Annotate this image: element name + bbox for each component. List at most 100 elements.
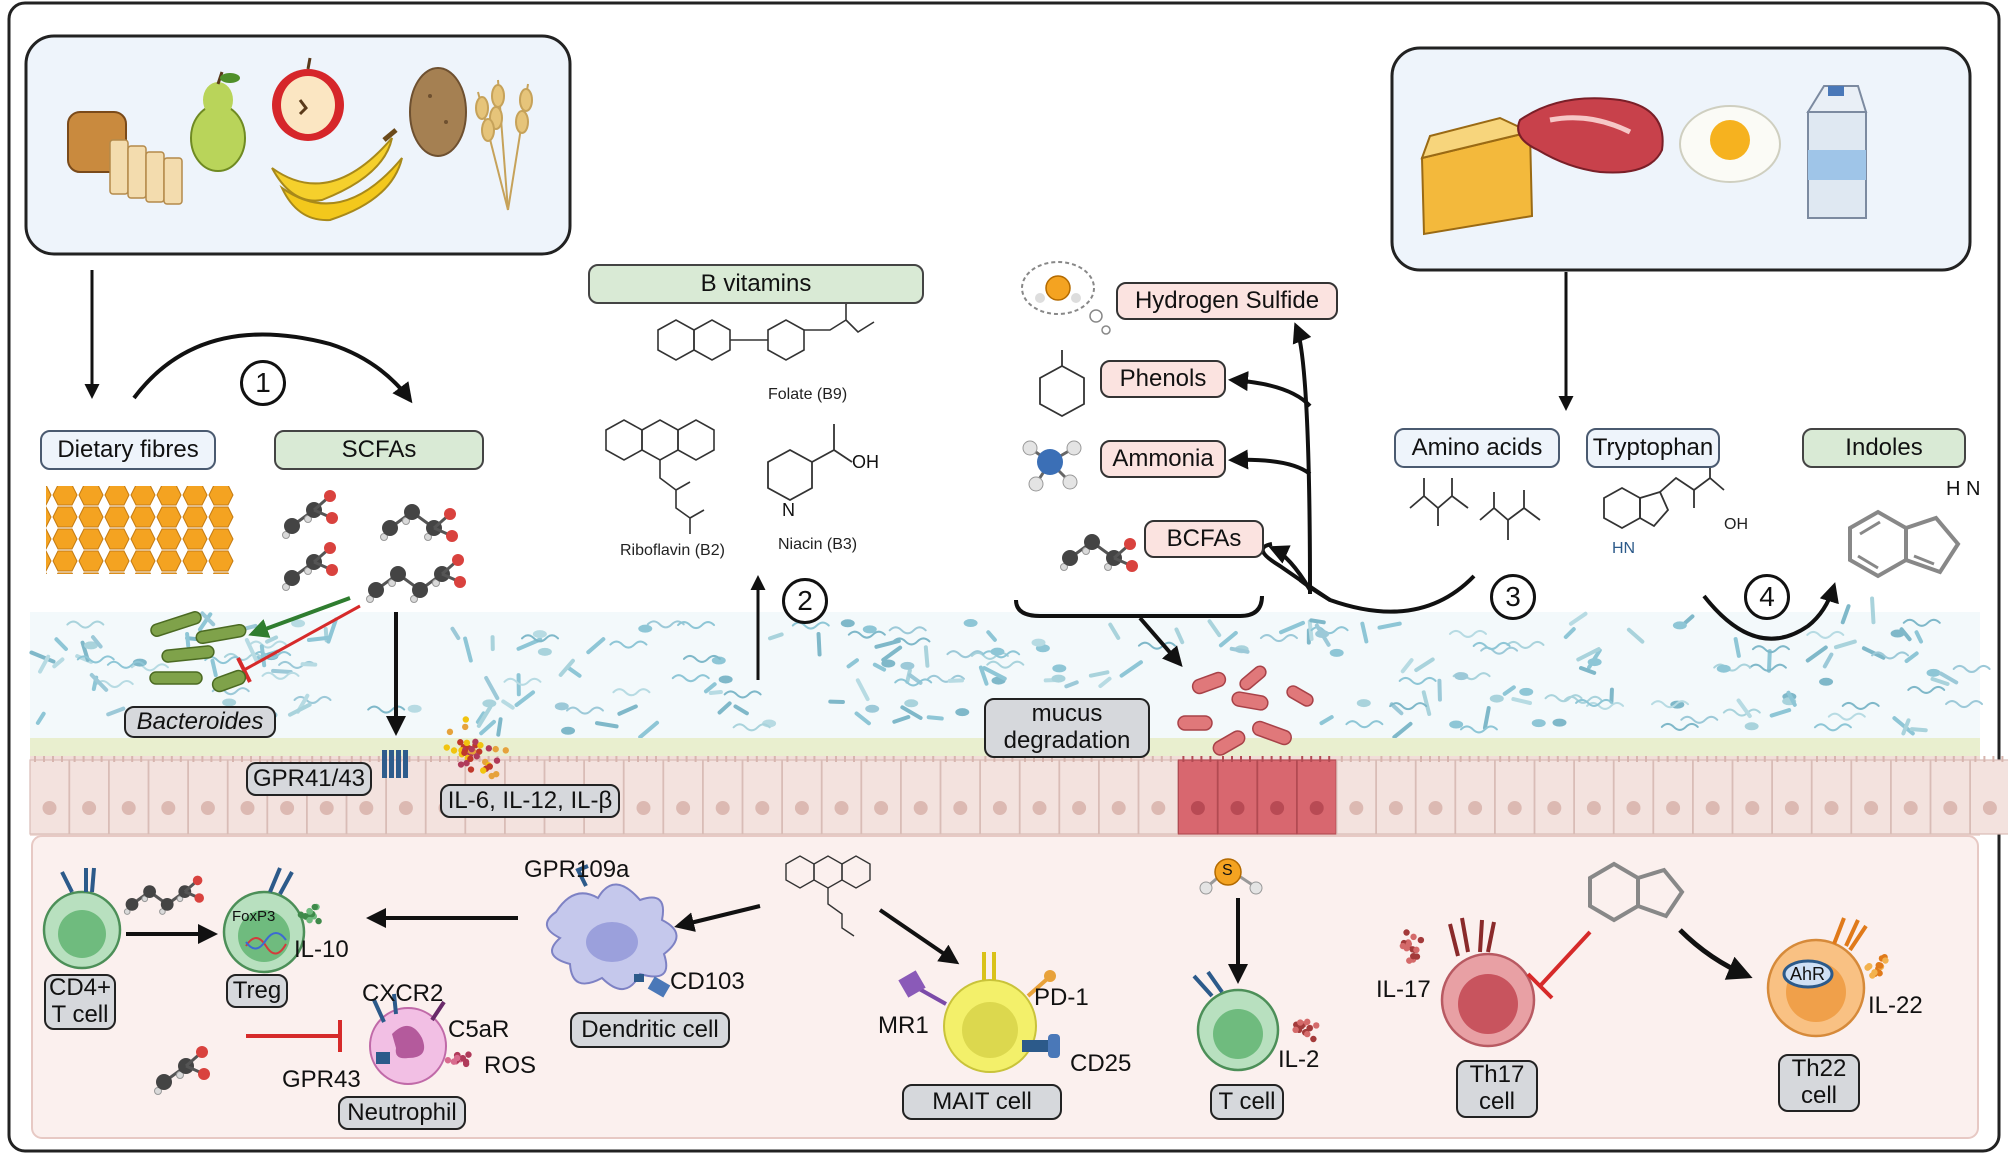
treg-icon	[222, 867, 306, 974]
treg-label: Treg	[226, 974, 288, 1008]
ros-text: ROS	[484, 1052, 537, 1079]
bread-icon	[67, 111, 183, 205]
b-vitamins-label: B vitamins	[588, 264, 924, 304]
bacteroides-label: Bacteroides	[124, 706, 276, 738]
phenol-structure	[1039, 350, 1085, 418]
hydrogen-sulfide-label: Hydrogen Sulfide	[1116, 282, 1338, 320]
indole-structure-small	[1588, 861, 1685, 923]
riboflavin-structure	[605, 419, 715, 534]
arrow-riboflavin-to-dc	[674, 904, 761, 932]
egg-icon	[1679, 105, 1781, 183]
ahr-text: AhR	[1790, 964, 1826, 984]
cd103-text: CD103	[670, 968, 745, 995]
niacin-structure	[767, 424, 853, 502]
phenols-label: Phenols	[1100, 360, 1226, 398]
bacteria-icon	[29, 596, 1991, 740]
bcfa-molecule-icon	[1060, 534, 1138, 572]
cd4-label-line2: T cell	[51, 1001, 109, 1028]
mait-cell-label: MAIT cell	[902, 1084, 1062, 1120]
bacteroides-icon	[149, 611, 247, 693]
banana-icon	[271, 128, 403, 222]
inhibition-scfa-bacteroides	[243, 604, 361, 672]
cheese-icon	[1420, 116, 1534, 236]
il10-dots	[297, 903, 322, 925]
c5ar-text: C5aR	[448, 1016, 510, 1043]
arrow-indole-to-th22	[1678, 928, 1753, 980]
indole-nh-text: H N	[1946, 478, 1981, 500]
arrow-to-h2s	[1292, 322, 1312, 595]
cd25-text: CD25	[1070, 1050, 1132, 1077]
ammonia-label: Ammonia	[1100, 440, 1226, 478]
arrow-riboflavin-to-mait	[878, 908, 960, 965]
folate-structure	[657, 293, 875, 361]
arrow-tryptophan-to-indoles	[1702, 582, 1839, 641]
tryptophan-oh-text: OH	[1724, 516, 1748, 533]
neutrophil-icon	[369, 993, 447, 1085]
th17-cell-icon	[1440, 917, 1536, 1048]
mucus-label-line1: mucus	[1031, 700, 1103, 728]
step-4-badge: 4	[1744, 574, 1790, 620]
foxp3-text: FoxP3	[232, 908, 276, 925]
cd4-label-line1: CD4+	[48, 974, 112, 1002]
h2s-molecule-icon	[1199, 858, 1263, 895]
th22-label-line1: Th22	[1791, 1055, 1847, 1083]
apple-icon	[272, 57, 344, 141]
gpr109a-text: GPR109a	[524, 856, 630, 883]
th17-label-line2: cell	[1478, 1088, 1515, 1115]
amino-acid-structures	[1409, 478, 1541, 540]
step-3-badge: 3	[1490, 574, 1536, 620]
ros-dots	[444, 1051, 472, 1068]
milk-carton-icon	[1806, 85, 1868, 219]
cytokines-label: IL-6, IL-12, IL-β	[440, 784, 620, 818]
niacin-oh-text: OH	[852, 452, 879, 472]
butyrate-molecule-icon	[123, 875, 204, 915]
arrow-fermentation	[132, 332, 413, 404]
sulfur-cloud-icon	[1021, 261, 1111, 335]
th17-label-line1: Th17	[1469, 1061, 1525, 1089]
step-2-badge: 2	[782, 578, 828, 624]
il22-text: IL-22	[1868, 992, 1923, 1019]
cytokine-dots	[443, 716, 509, 780]
niacin-n-text: N	[782, 500, 795, 520]
mr1-text: MR1	[878, 1012, 929, 1039]
potato-icon	[409, 67, 467, 157]
riboflavin-structure-small	[785, 855, 871, 937]
steak-icon	[1517, 97, 1664, 174]
mucus-label-line2: degradation	[1003, 727, 1131, 754]
wheat-icon	[475, 79, 533, 211]
th22-label-line2: cell	[1800, 1082, 1837, 1109]
il17-dots	[1399, 929, 1425, 964]
indoles-label: Indoles	[1802, 428, 1966, 468]
tryptophan-hn-text: HN	[1612, 540, 1636, 557]
arrow-to-phenols	[1228, 371, 1312, 408]
mait-cell-icon	[898, 952, 1060, 1073]
pd1-text: PD-1	[1034, 984, 1089, 1011]
ammonia-structure	[1022, 440, 1082, 492]
il17-text: IL-17	[1376, 976, 1431, 1003]
receptor-icon	[382, 750, 408, 778]
acetate-molecule-icon	[154, 1046, 210, 1095]
cd4-t-cell-label: CD4+ T cell	[44, 974, 116, 1030]
dietary-fibres-label: Dietary fibres	[40, 430, 216, 470]
dendritic-cell-label: Dendritic cell	[570, 1012, 730, 1048]
mucus-degrading-bacteria	[1177, 665, 1314, 756]
riboflavin-text: Riboflavin (B2)	[620, 542, 725, 559]
th22-cell-label: Th22 cell	[1778, 1054, 1860, 1112]
bcfas-label: BCFAs	[1144, 520, 1264, 558]
molecule-icon	[282, 490, 466, 603]
inhibition-indole-th17	[1538, 930, 1592, 988]
pear-icon	[190, 71, 246, 172]
tryptophan-label: Tryptophan	[1586, 428, 1720, 468]
dendritic-cell-icon	[546, 864, 678, 998]
mucus-degradation-label: mucus degradation	[984, 698, 1150, 758]
il22-dots	[1864, 953, 1889, 979]
figure-frame	[7, 1, 2001, 1153]
fibre-polymer-icon	[46, 486, 234, 574]
indole-structure	[1848, 509, 1961, 579]
amino-acids-label: Amino acids	[1394, 428, 1560, 468]
il10-text: IL-10	[294, 936, 349, 963]
t-cell-icon	[1192, 970, 1280, 1072]
cxcr2-text: CXCR2	[362, 980, 444, 1007]
sulfur-s-text: S	[1222, 862, 1233, 879]
